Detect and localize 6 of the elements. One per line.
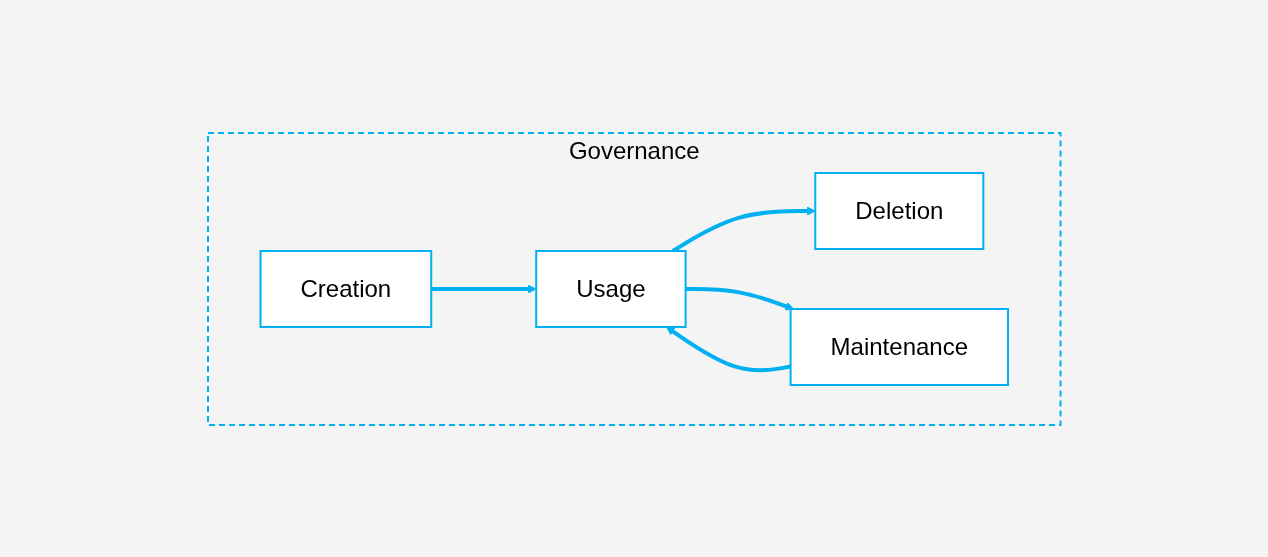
arrow <box>685 286 794 310</box>
node-box: Creation <box>259 249 432 328</box>
node-box: Usage <box>534 249 687 328</box>
node-box: Maintenance <box>789 307 1009 386</box>
node-box: Deletion <box>814 171 985 250</box>
arrow <box>665 326 791 372</box>
